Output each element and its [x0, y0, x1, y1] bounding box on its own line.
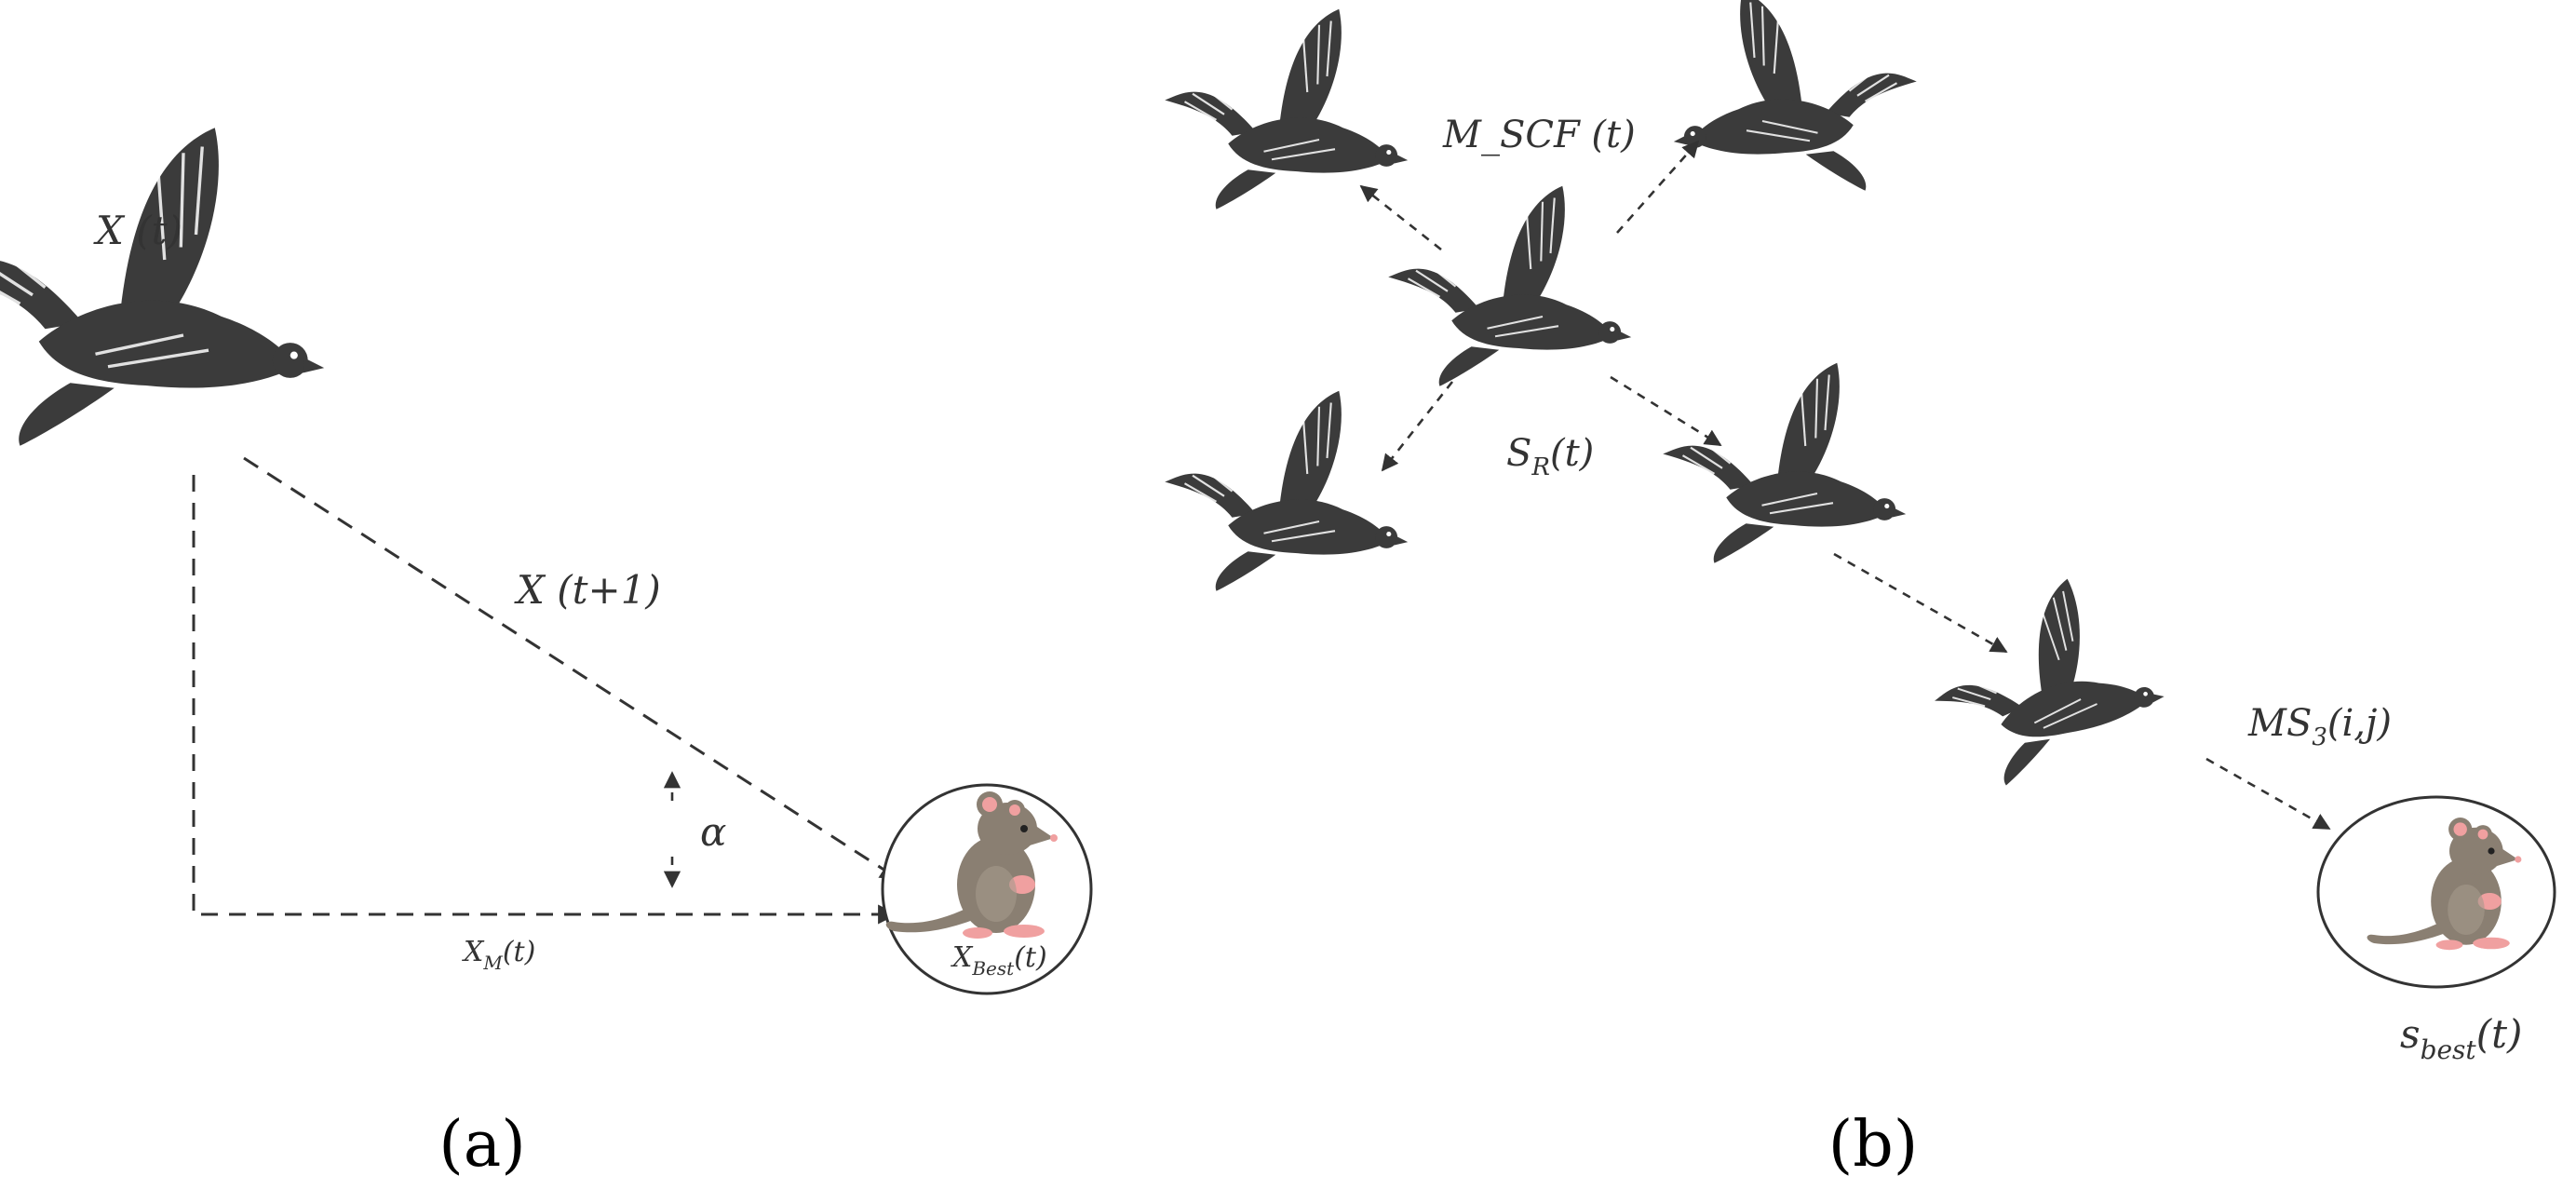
- arrow-to-bottom-left: [1381, 381, 1454, 472]
- label-mscf: M_SCF (t): [1442, 114, 1636, 156]
- eagle-icon: [1164, 389, 1409, 592]
- eagle-icon: [1164, 7, 1409, 210]
- eagle-icon: [1911, 561, 2178, 799]
- xm-path-line: [192, 475, 898, 925]
- eagle-icon: [1662, 361, 1908, 564]
- x-t1-path-line: [243, 456, 900, 881]
- label-x-t-plus-1: X (t+1): [514, 567, 661, 613]
- arrow-to-lower-right: [1833, 552, 2008, 654]
- caption-b: (b): [1828, 1108, 1919, 1182]
- eagle-icon: [1672, 0, 1918, 192]
- arrow-to-prey: [2205, 757, 2331, 831]
- panel-b: M_SCF (t) SR(t) MS3(i,j) sbest(t) (b): [1164, 0, 2556, 1182]
- label-ms3: MS3(i,j): [2247, 702, 2392, 751]
- panel-a: X (t) X (t+1) α XM(t) XBest(t) (a): [0, 126, 1093, 1182]
- caption-a: (a): [438, 1108, 526, 1182]
- label-xbest: XBest(t): [951, 941, 1047, 980]
- arrow-to-right: [1610, 375, 1722, 447]
- arrow-to-top-right: [1616, 140, 1700, 234]
- label-sr: SR(t): [1506, 432, 1594, 481]
- arrow-to-top-left: [1359, 184, 1442, 251]
- label-alpha: α: [700, 809, 726, 855]
- label-xm: XM(t): [462, 936, 535, 974]
- eagle-icon: [0, 126, 326, 448]
- eagle-icon: [1387, 184, 1633, 387]
- label-x-t: X (t): [93, 208, 182, 253]
- label-sbest: sbest(t): [2400, 1011, 2522, 1065]
